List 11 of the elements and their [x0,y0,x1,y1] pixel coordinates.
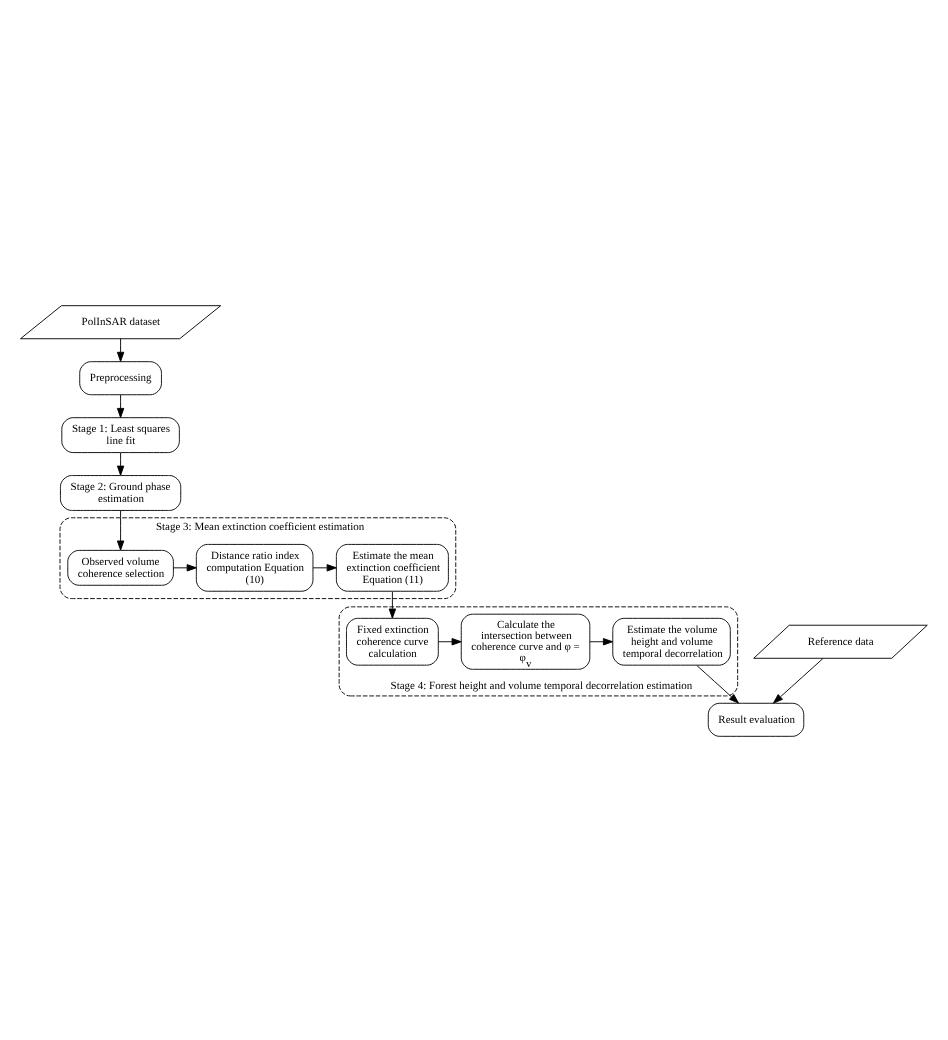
arrow [589,637,614,645]
arrow [388,590,397,618]
arrow [116,337,125,361]
arrow [773,657,824,703]
arrow [116,451,125,475]
arrow [116,509,125,550]
arrow [173,563,197,571]
arrow [696,664,739,703]
arrow [116,393,125,418]
arrow [437,637,462,645]
arrow [312,563,337,571]
